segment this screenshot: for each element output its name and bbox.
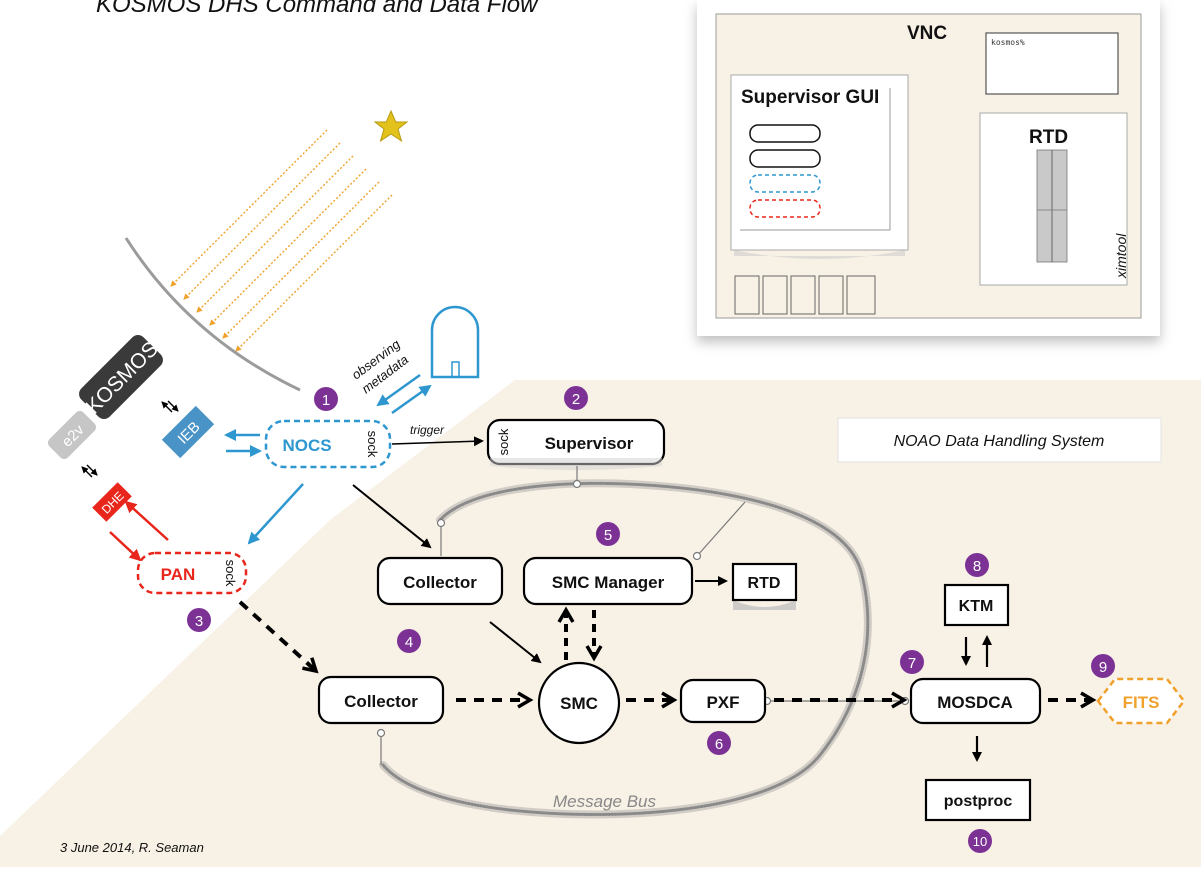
svg-text:8: 8 [973,558,981,575]
supervisor-node: Supervisor sock [486,418,666,470]
footer-credit: 3 June 2014, R. Seaman [60,840,204,855]
pan-sock-label: sock [223,560,238,587]
pxf-label: PXF [706,693,739,712]
nocs-node: NOCS sock [264,419,392,469]
dhs-label-box: NOAO Data Handling System [837,417,1162,463]
kosmos-instrument: KOSMOS [79,335,163,419]
svg-text:2: 2 [572,391,580,408]
terminal-window: kosmos% [985,32,1119,95]
svg-text:1: 1 [322,392,330,409]
ieb-nocs-arrows [224,429,262,457]
ktm-label: KTM [959,598,994,615]
collector-top-node: Collector [376,556,504,606]
step-badge-4: 4 [397,629,421,653]
terminal-prompt: kosmos% [991,38,1025,47]
dome-nocs-arrows [376,373,432,415]
smc-smcmgr-arrows [557,606,603,662]
dock [734,275,876,315]
gui-button-3 [749,174,821,193]
fits-node: FITS [1096,677,1186,725]
step-badge-1: 1 [314,387,338,411]
collector-smc-arrow [489,621,542,664]
dhs-label: NOAO Data Handling System [894,433,1105,450]
step-badge-3: 3 [187,608,211,632]
message-bus [379,479,872,819]
step-badge-9: 9 [1091,654,1115,678]
mosdca-node: MOSDCA [909,677,1042,725]
svg-text:10: 10 [973,834,987,849]
gui-button-2 [749,149,821,168]
rtd-node: RTD [731,562,798,610]
svg-text:9: 9 [1099,659,1107,676]
telescope-mirror [124,237,301,392]
step-badge-7: 7 [900,650,924,674]
nocs-sock-label: sock [365,431,380,458]
pxf-node: PXF [679,678,767,724]
page-title: KOSMOS DHS Command and Data Flow [96,0,539,18]
starlight-rays [170,129,393,352]
smc-manager-node: SMC Manager [522,556,694,606]
postproc-label: postproc [944,793,1013,810]
ktm-mosdca-arrows [961,635,992,667]
nocs-label: NOCS [282,436,331,455]
step-badge-6: 6 [707,731,731,755]
svg-text:6: 6 [715,736,723,753]
step-badges: 1 2 3 4 5 6 7 8 [187,386,1115,853]
vnc-panel: VNC kosmos% Supervisor GUI RTD ximtool [697,0,1160,336]
kosmos-ieb-arrows [81,400,179,478]
trigger-label: trigger [410,423,445,437]
supervisor-gui-title: Supervisor GUI [741,87,879,108]
supervisor-label: Supervisor [545,434,634,453]
gui-button-1 [749,124,821,143]
rtd-node-label: RTD [748,575,781,592]
smc-label: SMC [560,694,598,713]
dhs-region [0,380,1201,867]
trigger-arrow [391,436,484,447]
e2v-detector: e2v [47,410,97,460]
svg-text:4: 4 [405,634,413,651]
rtd-window-title: RTD [1029,127,1068,148]
svg-text:5: 5 [604,527,612,544]
svg-text:7: 7 [908,655,916,672]
nocs-collector-arrow [352,484,432,549]
nocs-pan-arrow [247,483,304,545]
step-badge-2: 2 [564,386,588,410]
step-badge-5: 5 [596,522,620,546]
supervisor-gui-window: Supervisor GUI [730,74,909,259]
dhe-pan-arrows [109,500,169,562]
smc-node: SMC [537,661,621,745]
smc-manager-label: SMC Manager [552,573,665,592]
pan-label: PAN [161,565,196,584]
message-bus-label: Message Bus [553,792,656,811]
fits-label: FITS [1123,693,1160,712]
ktm-node: KTM [943,583,1010,627]
postproc-node: postproc [924,778,1032,822]
collector-bottom-node: Collector [317,675,445,725]
ximtool-label: ximtool [1113,233,1129,279]
dome-icon [430,305,480,379]
ieb-box: IEB [161,405,215,459]
vnc-title: VNC [907,23,947,44]
pan-node: PAN sock [136,551,248,595]
collector-bottom-label: Collector [344,692,418,711]
rtd-window: RTD ximtool [979,112,1129,286]
step-badge-10: 10 [968,829,992,853]
supervisor-sock-label: sock [496,428,511,455]
collector-top-label: Collector [403,573,477,592]
dhe-box: DHE [92,482,132,522]
gui-button-4 [749,199,821,218]
star-icon [373,109,409,143]
step-badge-8: 8 [965,553,989,577]
svg-text:3: 3 [195,613,203,630]
mosdca-label: MOSDCA [937,693,1013,712]
